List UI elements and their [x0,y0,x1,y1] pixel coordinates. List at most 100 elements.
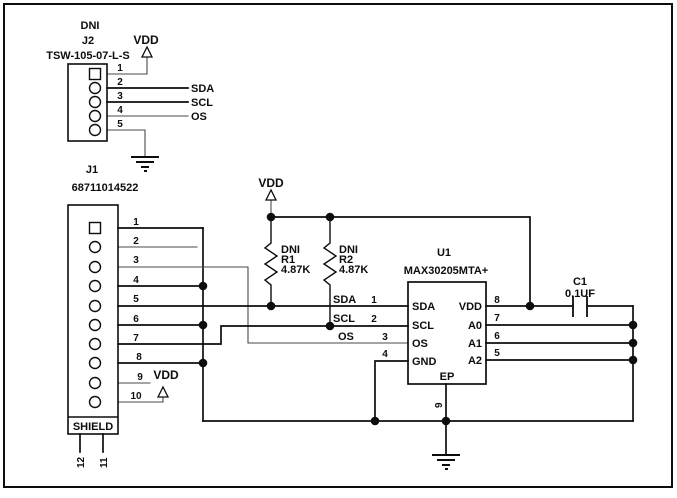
u1-pin-label-sda: SDA [412,301,435,313]
wire-j1pin10-vdd [117,396,164,403]
j1-vdd-label: VDD [153,368,179,382]
j1-pin10-circle [88,395,102,409]
junction-dot [628,320,638,330]
j1-body [67,204,119,435]
j1-pin-number: 9 [137,372,143,383]
u1-pin-label-scl: SCL [412,320,434,332]
j1-pin5-circle [88,299,102,313]
j2-dni-label: DNI [81,20,100,32]
u1-pin-label-vdd: VDD [459,301,482,313]
j2-pin2-circle [88,81,102,95]
wire-j2pin1-vdd [106,56,148,75]
c1-refdes: C1 [573,276,587,288]
u1-pin-label-a1: A1 [468,338,482,350]
j1-pin12-number: 12 [76,456,87,468]
j1-pin-number: 1 [133,217,139,228]
wire-scl-net [117,325,409,345]
ground-icon [432,454,460,470]
connector-j1: J1 68711014522 1 2 3 4 5 6 7 8 9 10 SHIE… [67,164,179,468]
j1-pin-number: 3 [133,255,139,266]
net-label-scl: SCL [191,97,213,109]
wire-j1pin3-os [117,266,409,344]
j1-pin8-circle [88,356,102,370]
j2-pin5-circle [88,123,102,137]
j2-pin-number: 5 [117,119,123,130]
u1-ep-label: EP [440,371,455,383]
vdd-arrow-icon [140,45,154,58]
wires [79,56,634,456]
j1-pin-number: 8 [136,352,142,363]
j1-shield-label: SHIELD [73,421,113,433]
net-label-scl: SCL [333,313,355,325]
u1-refdes: U1 [437,247,451,259]
j1-pin1-square [88,221,102,235]
j2-body [67,63,108,142]
resistor-r2-symbol [322,216,338,327]
j1-pin6-circle [88,318,102,332]
r1-refdes: R1 [281,254,295,266]
j1-pin-number: 5 [133,294,139,305]
vdd-arrow-icon [264,188,278,201]
u1-body [407,281,487,385]
j1-pin3-circle [88,260,102,274]
r1-dni-label: DNI [281,244,300,256]
u1-pin-number: 5 [494,348,500,359]
junction-dot [628,355,638,365]
j2-pin4-circle [88,109,102,123]
j2-pin-number: 3 [117,91,123,102]
j2-pin-number: 1 [117,63,123,74]
u1-ep-pin-number: 9 [434,402,445,408]
u1-pin-number: 4 [382,349,388,360]
net-label-sda: SDA [191,83,214,95]
junction-dot [441,416,451,426]
j2-pin3-circle [88,95,102,109]
j1-part-number: 68711014522 [72,182,139,194]
u1-pin-number: 6 [494,331,500,342]
junction-dot [198,281,208,291]
j2-pin-number: 2 [117,77,123,88]
vdd-mid-label: VDD [258,176,284,190]
net-label-sda: SDA [333,294,356,306]
j2-refdes: J2 [82,35,94,47]
j1-refdes: J1 [86,164,98,176]
wire-vdd-rail [270,216,531,307]
j1-pin9-circle [88,376,102,390]
wire-u1gnd [374,360,409,422]
u1-pin-number: 1 [371,295,377,306]
j2-part-number: TSW-105-07-L-S [46,50,130,62]
u1-pin-label-a2: A2 [468,355,482,367]
u1-pin-label-gnd: GND [412,356,437,368]
j1-pin4-circle [88,279,102,293]
j2-vdd-label: VDD [133,33,159,47]
junction-dot [628,338,638,348]
j1-pin11-number: 11 [99,457,110,468]
r2-refdes: R2 [339,254,353,266]
r2-dni-label: DNI [339,244,358,256]
net-label-os: OS [191,111,207,123]
junction-dot [370,416,380,426]
ic-u1: U1 MAX30205MTA+ SDA SCL OS GND VDD A0 A1… [333,247,500,470]
connector-j2: DNI J2 TSW-105-07-L-S 1 2 3 4 5 SDA SCL … [46,20,214,172]
capacitor-c1: C1 0.1UF [565,276,595,317]
c1-value: 0.1UF [565,288,595,300]
vdd-arrow-icon [156,385,170,398]
j1-pin-number: 7 [133,333,139,344]
u1-pin-label-os: OS [412,338,428,350]
j1-pin-number: 10 [130,391,142,402]
pullup-section: VDD DNI R1 4.87K DNI R2 4.87K [258,176,368,327]
u1-pin-label-a0: A0 [468,320,482,332]
junction-dot [198,320,208,330]
resistor-r1-symbol [263,216,279,307]
j2-pin-number: 4 [117,105,123,116]
j1-pin2-circle [88,240,102,254]
j1-pin-number: 6 [133,314,139,325]
j1-pin-number: 4 [133,275,139,286]
u1-part-number: MAX30205MTA+ [404,265,488,277]
j2-pin1-square [88,67,102,81]
j1-pin-number: 2 [133,236,139,247]
wire-j2pin5-gnd [106,129,146,157]
u1-pin-number: 8 [494,295,500,306]
u1-pin-number: 2 [371,314,377,325]
